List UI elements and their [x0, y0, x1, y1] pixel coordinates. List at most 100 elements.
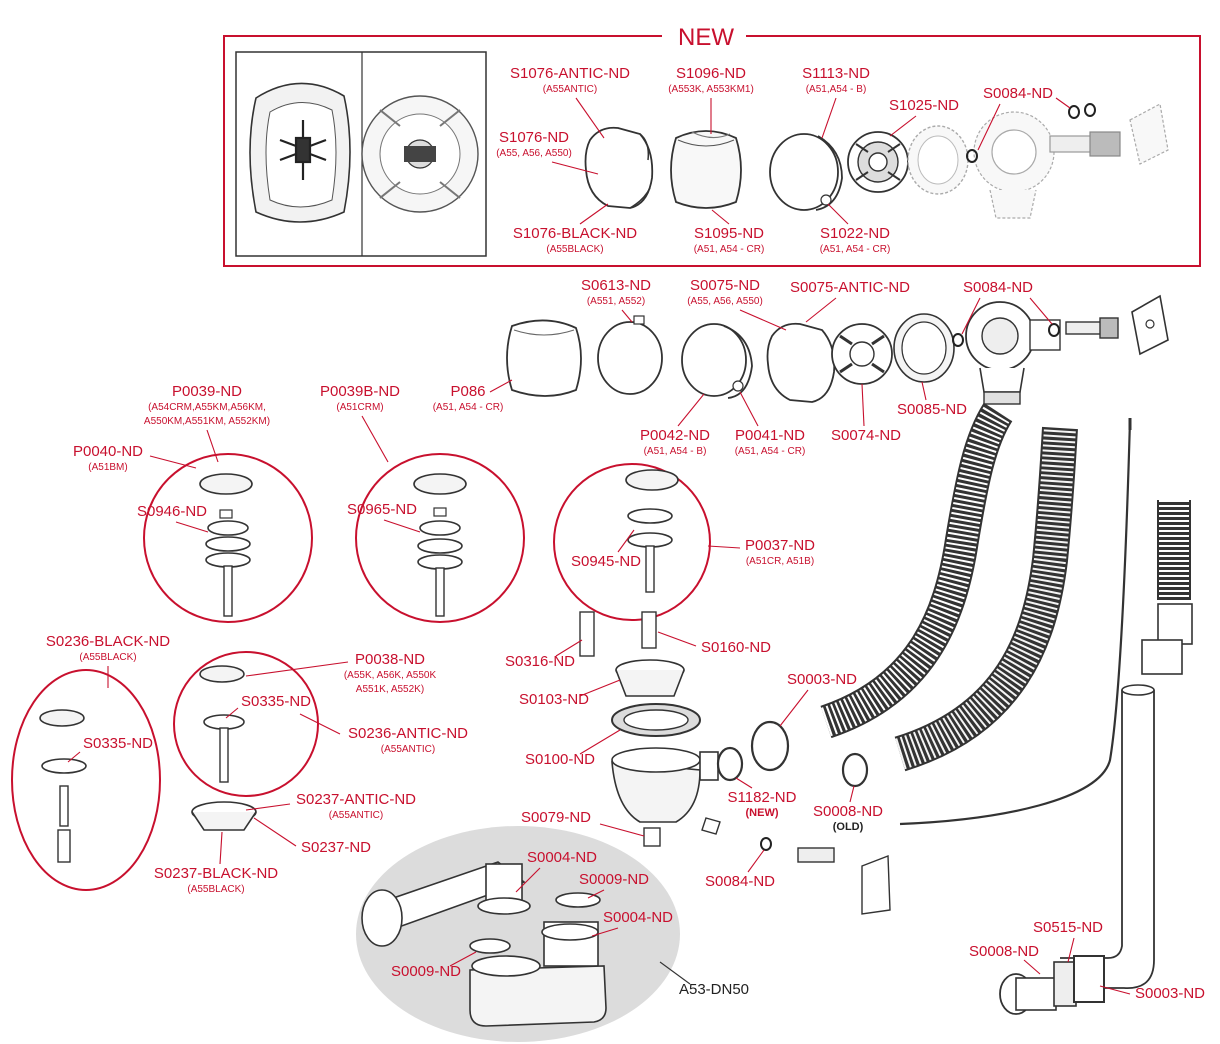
- label-m38: A53-DN50: [659, 961, 749, 998]
- a53-group: [356, 826, 680, 1042]
- flex-hoses: [820, 402, 1193, 989]
- label-code: S0004-ND: [527, 849, 597, 866]
- label-models: (A55ANTIC): [381, 744, 435, 755]
- label-models-2: A551K, A552K): [356, 684, 424, 695]
- label-code: S0008-ND: [813, 803, 883, 820]
- label-models: (A55ANTIC): [543, 84, 597, 95]
- label-models: (A55, A56, A550): [687, 296, 763, 307]
- label-m25: S0335-ND: [67, 735, 153, 763]
- label-m26: S0236-ANTIC-ND (A55ANTIC): [299, 713, 468, 755]
- label-code: S1076-ANTIC-ND: [510, 65, 630, 82]
- cap-s0075-antic: [766, 322, 836, 403]
- label-m17: S0316-ND: [505, 639, 583, 670]
- label-m20: S0100-ND: [525, 729, 621, 768]
- o-rings-main: [952, 323, 1060, 347]
- label-m31: S0008-ND (OLD): [813, 785, 883, 833]
- label-m15: S0945-ND: [571, 529, 641, 570]
- label-code: P086: [450, 383, 485, 400]
- label-models: (A51BM): [88, 462, 127, 473]
- label-m30: S1182-ND (NEW): [728, 777, 797, 819]
- label-models: (A55ANTIC): [329, 810, 383, 821]
- label-m40: S0008-ND: [969, 943, 1041, 975]
- label-models: (A553K, A553KM1): [668, 84, 754, 95]
- label-m4: S0084-ND: [961, 279, 1053, 335]
- label-m32: S0079-ND: [521, 809, 645, 837]
- cap-p086: [506, 319, 582, 397]
- label-n7: S1076-BLACK-ND (A55BLACK): [513, 203, 637, 255]
- o-rings-new: [966, 103, 1096, 163]
- label-code: S0237-ND: [301, 839, 371, 856]
- label-code: S0965-ND: [347, 501, 417, 518]
- label-models-2: A550KM,A551KM, A552KM): [144, 416, 270, 427]
- label-m18: S0160-ND: [657, 631, 771, 656]
- cap-s0613: [597, 315, 663, 395]
- label-m14: S0965-ND: [347, 501, 421, 533]
- label-code: A53-DN50: [679, 981, 749, 998]
- label-m37: S0009-ND: [391, 951, 477, 980]
- label-code: P0039B-ND: [320, 383, 400, 400]
- label-code: P0038-ND: [355, 651, 425, 668]
- popup-circle-1: [143, 453, 313, 623]
- label-code: S1025-ND: [889, 97, 959, 114]
- label-code: S0316-ND: [505, 653, 575, 670]
- label-m11: P0039B-ND (A51CRM): [320, 383, 400, 463]
- label-m39: S0515-ND: [1033, 919, 1103, 963]
- label-code: S0079-ND: [521, 809, 591, 826]
- label-models: (A55, A56, A550): [496, 148, 572, 159]
- popup-circle-3: [553, 463, 711, 621]
- label-models: (A54CRM,A55KM,A56KM,: [148, 402, 266, 413]
- label-code: P0041-ND: [735, 427, 805, 444]
- label-n9: S1022-ND (A51, A54 - CR): [820, 203, 891, 255]
- gasket-s1025: [907, 125, 969, 195]
- label-code: S1076-ND: [499, 129, 569, 146]
- label-code: P0037-ND: [745, 537, 815, 554]
- label-code: S0335-ND: [83, 735, 153, 752]
- label-code: S1076-BLACK-ND: [513, 225, 637, 242]
- label-code: S1113-ND: [802, 65, 870, 82]
- label-models: (A51, A54 - CR): [820, 244, 891, 255]
- overflow-spindle: [1065, 294, 1169, 356]
- label-n4: S1025-ND: [889, 97, 959, 137]
- rosette-s1022: [847, 131, 909, 193]
- label-m22: S0236-BLACK-ND (A55BLACK): [46, 633, 170, 688]
- label-m19: S0103-ND: [519, 679, 621, 708]
- label-code: P0039-ND: [172, 383, 242, 400]
- label-code: S0945-ND: [571, 553, 641, 570]
- standpipe-fitting: [999, 955, 1105, 1015]
- label-models: (A51,A54 - B): [806, 84, 867, 95]
- cap-s1076: [584, 126, 654, 209]
- label-m10: P0039-ND (A54CRM,A55KM,A56KM, A550KM,A55…: [144, 383, 270, 463]
- label-code: S0085-ND: [897, 401, 967, 418]
- rosette-s0074: [831, 323, 893, 385]
- label-models: (A55BLACK): [546, 244, 603, 255]
- label-m35: S0009-ND: [579, 871, 649, 899]
- new-section-frame: [223, 35, 1201, 267]
- label-code: S0236-BLACK-ND: [46, 633, 170, 650]
- label-m24: S0335-ND: [225, 693, 311, 719]
- label-models: (A51, A54 - B): [644, 446, 707, 457]
- label-models: (A51, A54 - CR): [433, 402, 504, 413]
- new-inset-illustration: [235, 51, 487, 257]
- label-code: S0515-ND: [1033, 919, 1103, 936]
- cap-s1113: [769, 133, 843, 211]
- label-code: S0237-BLACK-ND: [154, 865, 278, 882]
- label-code: S0613-ND: [581, 277, 651, 294]
- label-code: P0040-ND: [73, 443, 143, 460]
- label-code: S0100-ND: [525, 751, 595, 768]
- label-m36: S0004-ND: [591, 909, 673, 937]
- label-models: (A51CRM): [336, 402, 383, 413]
- label-models: (A551, A552): [587, 296, 645, 307]
- label-m6: S0085-ND: [897, 381, 967, 418]
- label-models: (A55BLACK): [79, 652, 136, 663]
- label-m16: P0037-ND (A51CR, A51B): [707, 537, 815, 567]
- label-code: S0008-ND: [969, 943, 1039, 960]
- label-m33: S0084-ND: [705, 849, 775, 890]
- label-code: S1022-ND: [820, 225, 890, 242]
- label-code: S0946-ND: [137, 503, 207, 520]
- label-note-old: (OLD): [833, 821, 864, 833]
- label-m12: P0040-ND (A51BM): [73, 443, 197, 473]
- label-models: (A55BLACK): [187, 884, 244, 895]
- label-m34: S0004-ND: [515, 849, 597, 893]
- s0237-cup: [191, 801, 257, 831]
- label-code: S0335-ND: [241, 693, 311, 710]
